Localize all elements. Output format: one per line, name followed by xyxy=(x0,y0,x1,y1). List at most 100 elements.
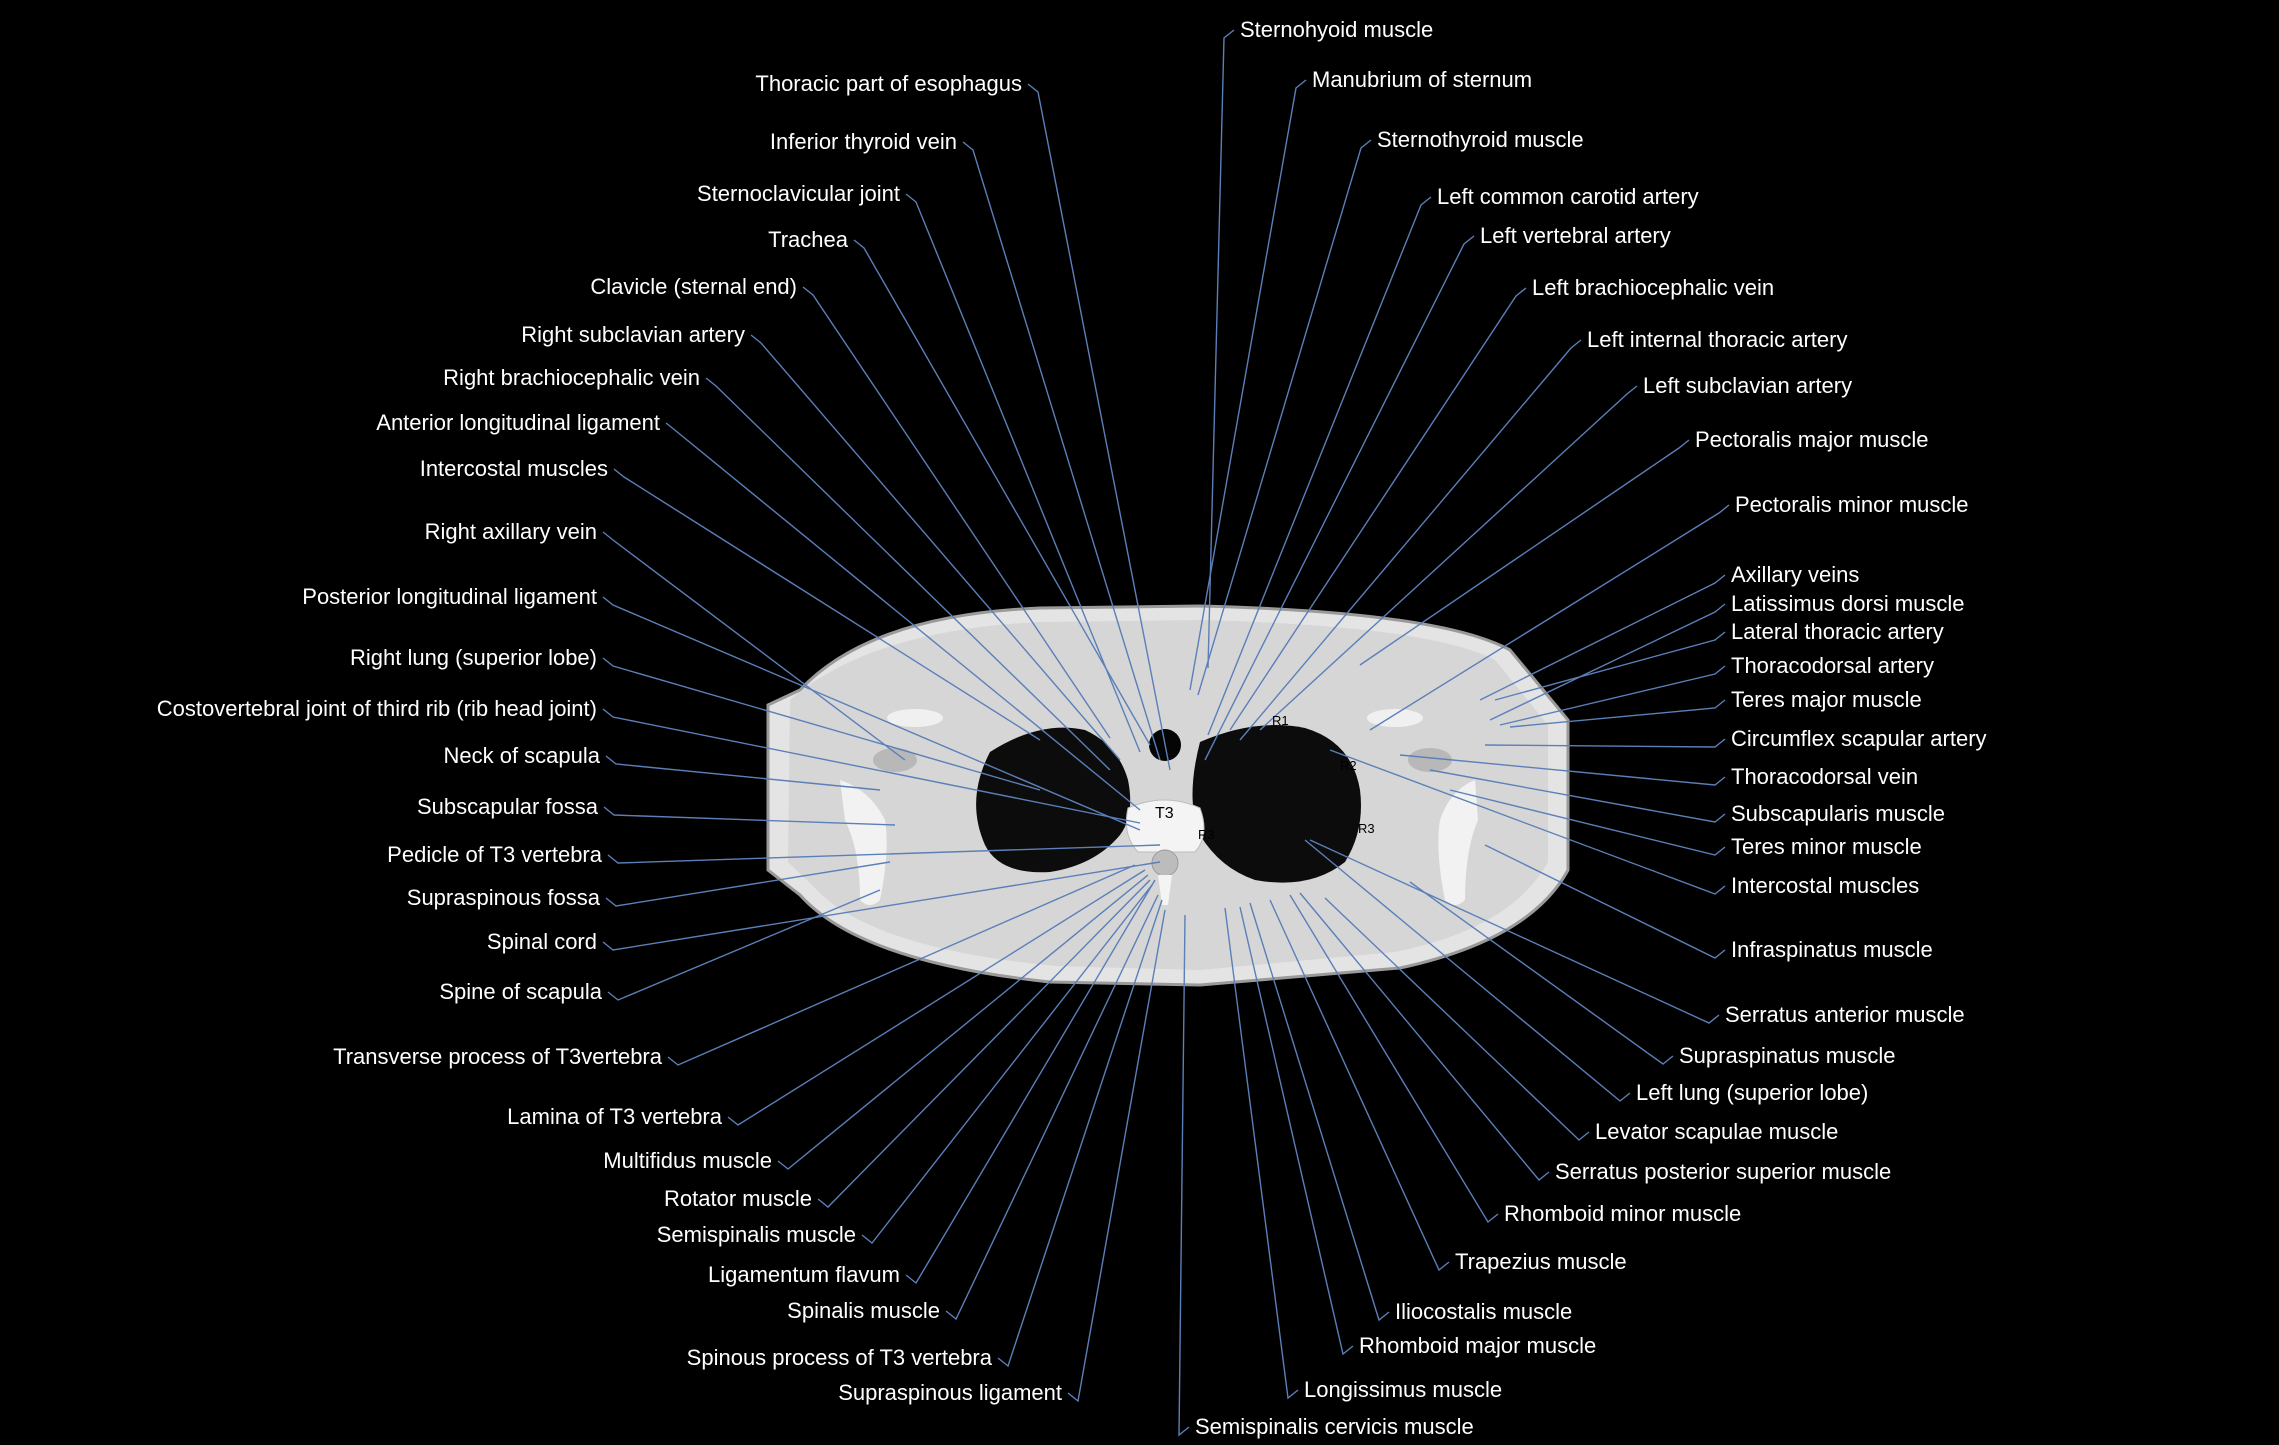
leader-line-neck-of-scapula xyxy=(605,755,881,791)
label-right-axillary-vein: Right axillary vein xyxy=(424,519,597,544)
rib-marker-r1: R1 xyxy=(1272,713,1289,728)
leader-line-levator-scapulae-muscle xyxy=(1324,897,1590,1141)
label-semispinalis-muscle: Semispinalis muscle xyxy=(656,1222,856,1247)
leader-line-infraspinatus-muscle xyxy=(1484,844,1726,959)
leader-line-right-lung-superior-lobe xyxy=(602,657,1041,791)
leader-line-right-axillary-vein xyxy=(602,531,906,761)
leader-line-transverse-process-of-t3vertebra xyxy=(667,864,1136,1066)
leader-line-spinal-cord xyxy=(602,861,1161,951)
leader-line-left-common-carotid-artery xyxy=(1207,196,1432,736)
leader-line-anterior-longitudinal-ligament xyxy=(665,422,1141,811)
label-serratus-posterior-superior-muscle: Serratus posterior superior muscle xyxy=(1555,1159,1892,1184)
label-axillary-veins: Axillary veins xyxy=(1731,562,1860,587)
leader-line-right-subclavian-artery xyxy=(750,334,1121,761)
leader-line-semispinalis-cervicis-muscle xyxy=(1178,914,1190,1437)
leader-line-left-vertebral-artery xyxy=(1204,235,1475,761)
leader-line-left-subclavian-artery xyxy=(1259,385,1638,731)
label-subscapular-fossa: Subscapular fossa xyxy=(417,794,598,819)
leader-line-lamina-of-t3-vertebra xyxy=(727,869,1146,1126)
leader-line-left-internal-thoracic-artery xyxy=(1239,339,1582,741)
label-intercostal-muscles: Intercostal muscles xyxy=(1731,873,1920,898)
label-rotator-muscle: Rotator muscle xyxy=(664,1186,812,1211)
label-left-brachiocephalic-vein: Left brachiocephalic vein xyxy=(1532,275,1775,300)
label-clavicle-sternal-end: Clavicle (sternal end) xyxy=(590,274,797,299)
leader-line-sternoclavicular-joint xyxy=(905,193,1141,753)
label-right-lung-superior-lobe: Right lung (superior lobe) xyxy=(349,645,597,670)
leader-line-trachea xyxy=(853,239,1151,746)
leader-line-pedicle-of-t3-vertebra xyxy=(607,844,1161,864)
leader-line-pectoralis-major-muscle xyxy=(1359,439,1690,666)
label-pedicle-of-t3-vertebra: Pedicle of T3 vertebra xyxy=(387,842,602,867)
leader-line-manubrium-of-sternum xyxy=(1189,79,1307,691)
label-thoracic-part-of-esophagus: Thoracic part of esophagus xyxy=(755,71,1022,96)
label-anterior-longitudinal-ligament: Anterior longitudinal ligament xyxy=(376,410,660,435)
leader-line-serratus-posterior-superior-muscle xyxy=(1299,892,1550,1181)
leader-line-left-brachiocephalic-vein xyxy=(1229,287,1527,731)
leader-line-costovertebral-joint-of-third-rib-rib-head-joint xyxy=(602,708,1141,824)
label-lamina-of-t3-vertebra: Lamina of T3 vertebra xyxy=(507,1104,722,1129)
vertebra-marker: T3 xyxy=(1155,805,1174,822)
label-multifidus-muscle: Multifidus muscle xyxy=(603,1148,772,1173)
left-axillary-fat xyxy=(1408,748,1452,772)
label-left-vertebral-artery: Left vertebral artery xyxy=(1480,223,1671,248)
leader-lines xyxy=(602,29,1730,1437)
label-ligamentum-flavum: Ligamentum flavum xyxy=(708,1262,900,1287)
leader-line-rotator-muscle xyxy=(817,879,1151,1208)
label-left-subclavian-artery: Left subclavian artery xyxy=(1643,373,1853,398)
label-thoracodorsal-vein: Thoracodorsal vein xyxy=(1731,764,1919,789)
label-left-lung-superior-lobe: Left lung (superior lobe) xyxy=(1636,1080,1869,1105)
label-supraspinous-ligament: Supraspinous ligament xyxy=(838,1380,1062,1405)
leader-line-subscapularis-muscle xyxy=(1429,769,1726,823)
label-circumflex-scapular-artery: Circumflex scapular artery xyxy=(1731,726,1987,751)
label-lateral-thoracic-artery: Lateral thoracic artery xyxy=(1731,619,1944,644)
leader-line-clavicle-sternal-end xyxy=(802,286,1111,739)
label-intercostal-muscles: Intercostal muscles xyxy=(419,456,608,481)
left-lung xyxy=(1192,725,1361,883)
leader-line-rhomboid-major-muscle xyxy=(1239,906,1354,1356)
leader-line-thoracodorsal-vein xyxy=(1399,754,1726,786)
leader-line-posterior-longitudinal-ligament xyxy=(602,596,1141,831)
left-clavicle xyxy=(1367,709,1423,727)
label-semispinalis-cervicis-muscle: Semispinalis cervicis muscle xyxy=(1195,1414,1474,1439)
leader-line-ligamentum-flavum xyxy=(905,879,1156,1285)
label-pectoralis-minor-muscle: Pectoralis minor muscle xyxy=(1735,492,1969,517)
right-lung xyxy=(976,727,1131,873)
label-infraspinatus-muscle: Infraspinatus muscle xyxy=(1731,937,1933,962)
label-rhomboid-minor-muscle: Rhomboid minor muscle xyxy=(1504,1201,1742,1226)
leader-line-supraspinous-ligament xyxy=(1067,909,1166,1403)
leader-line-right-brachiocephalic-vein xyxy=(705,377,1111,771)
label-sternohyoid-muscle: Sternohyoid muscle xyxy=(1240,17,1434,42)
label-right-brachiocephalic-vein: Right brachiocephalic vein xyxy=(443,365,700,390)
right-clavicle xyxy=(887,709,943,727)
leader-line-axillary-veins xyxy=(1479,574,1726,701)
label-posterior-longitudinal-ligament: Posterior longitudinal ligament xyxy=(302,584,597,609)
label-teres-major-muscle: Teres major muscle xyxy=(1731,687,1922,712)
label-levator-scapulae-muscle: Levator scapulae muscle xyxy=(1595,1119,1839,1144)
label-longissimus-muscle: Longissimus muscle xyxy=(1304,1377,1503,1402)
label-serratus-anterior-muscle: Serratus anterior muscle xyxy=(1725,1002,1965,1027)
rib-marker-r3-left: R3 xyxy=(1198,827,1215,842)
leader-line-circumflex-scapular-artery xyxy=(1484,738,1726,748)
label-costovertebral-joint-of-third-rib-rib-head-joint: Costovertebral joint of third rib (rib h… xyxy=(156,696,597,721)
label-spinal-cord: Spinal cord xyxy=(486,929,597,954)
label-sternoclavicular-joint: Sternoclavicular joint xyxy=(697,181,900,206)
label-transverse-process-of-t3vertebra: Transverse process of T3vertebra xyxy=(333,1044,662,1069)
leader-line-spine-of-scapula xyxy=(607,889,881,1001)
leader-line-supraspinatus-muscle xyxy=(1409,881,1674,1065)
leader-line-pectoralis-minor-muscle xyxy=(1369,504,1730,731)
leader-line-intercostal-muscles xyxy=(1329,749,1726,895)
label-neck-of-scapula: Neck of scapula xyxy=(443,743,600,768)
leader-line-longissimus-muscle xyxy=(1224,907,1299,1400)
label-supraspinous-fossa: Supraspinous fossa xyxy=(406,885,600,910)
rib-marker-r2: R2 xyxy=(1340,758,1357,773)
leader-line-semispinalis-muscle xyxy=(861,884,1153,1244)
leader-line-rhomboid-minor-muscle xyxy=(1289,894,1499,1224)
leader-line-serratus-anterior-muscle xyxy=(1309,839,1720,1024)
label-supraspinatus-muscle: Supraspinatus muscle xyxy=(1679,1043,1896,1068)
leader-line-intercostal-muscles xyxy=(613,468,1041,741)
left-scapula xyxy=(1438,780,1478,905)
leader-line-trapezius-muscle xyxy=(1269,899,1450,1272)
label-spine-of-scapula: Spine of scapula xyxy=(439,979,602,1004)
label-trachea: Trachea xyxy=(768,227,848,252)
